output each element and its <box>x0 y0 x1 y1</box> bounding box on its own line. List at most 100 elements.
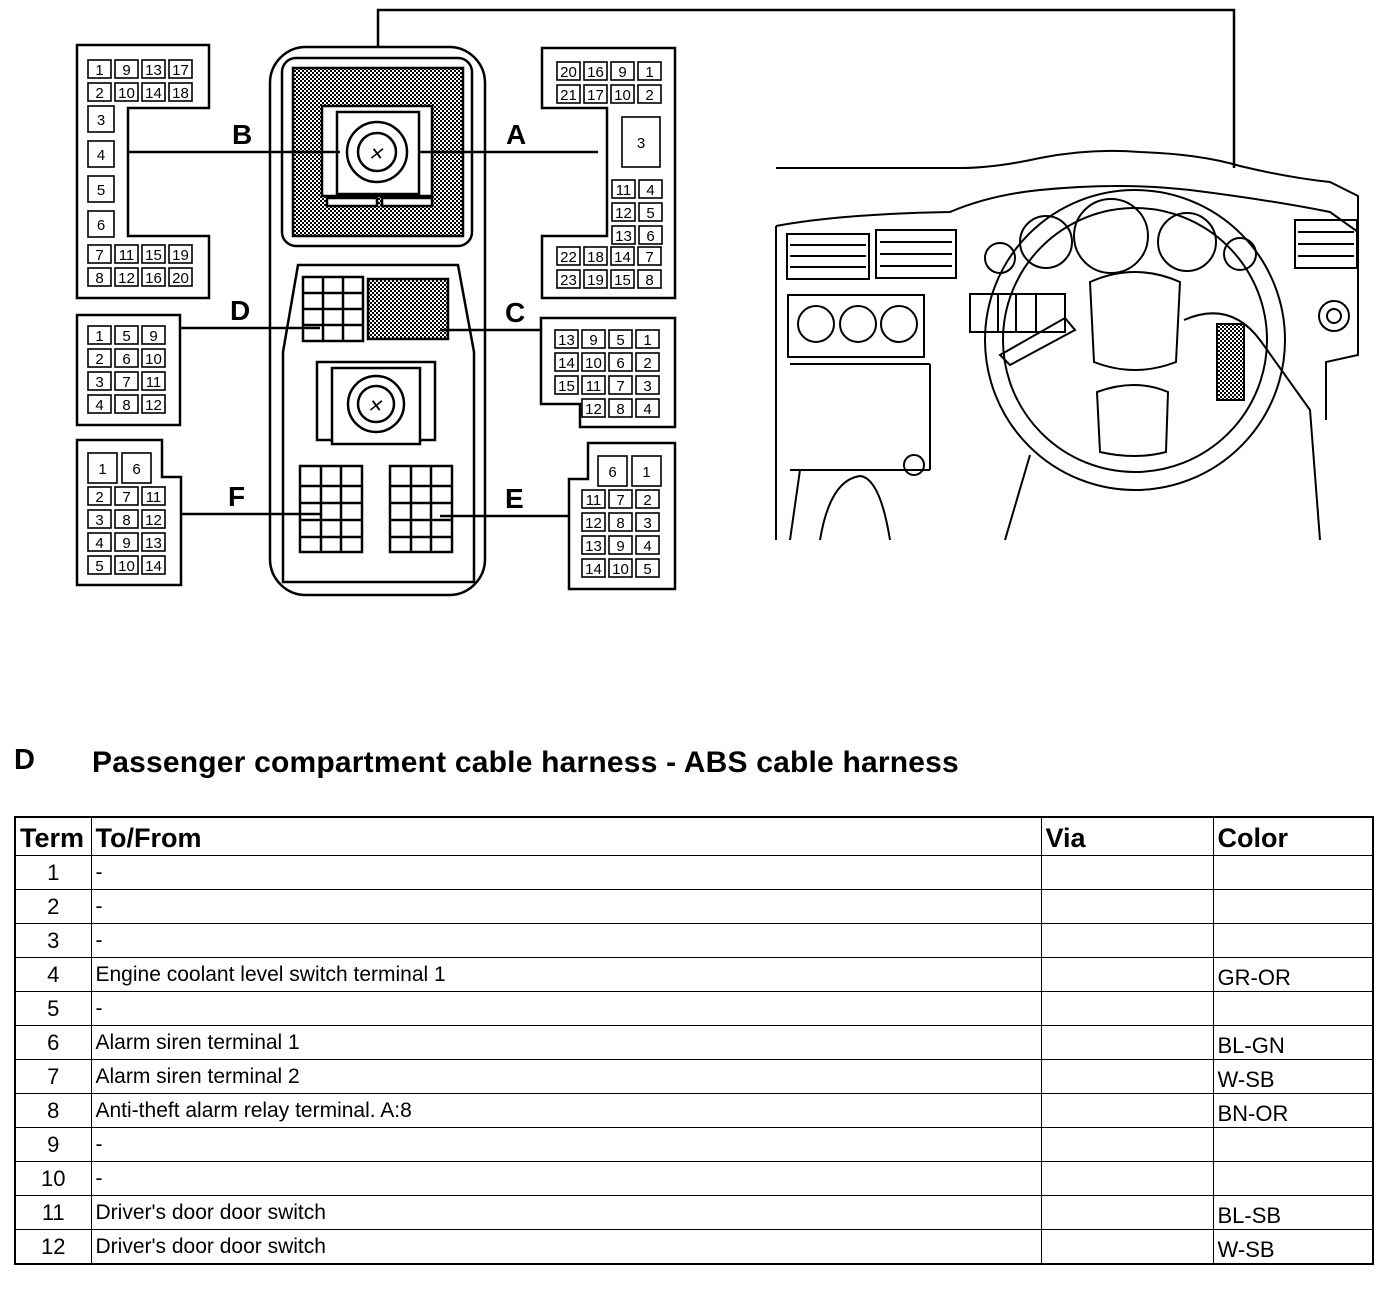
term-cell: 2 <box>14 889 92 924</box>
color-cell <box>1212 991 1374 1026</box>
connector-label-e: E <box>505 483 524 514</box>
pin-cell <box>611 225 636 245</box>
to-from-cell: Alarm siren terminal 1 <box>90 1025 1042 1060</box>
pin-cell <box>608 512 633 532</box>
pin-cell <box>556 269 581 289</box>
pin-cell <box>141 348 166 368</box>
color-cell: W-SB <box>1212 1229 1374 1265</box>
pin-cell <box>583 269 608 289</box>
pin-cell <box>87 532 112 552</box>
via-cell <box>1040 923 1214 958</box>
pin-cell <box>141 59 166 79</box>
pin-number: 6 <box>608 464 616 481</box>
pin-number: 8 <box>616 401 624 418</box>
pin-cell <box>87 267 112 287</box>
pin-number: 4 <box>643 401 651 418</box>
pin-number: 18 <box>172 85 189 102</box>
pin-number: 1 <box>643 332 651 349</box>
pin-cell <box>141 371 166 391</box>
table-row: 2- <box>14 889 1374 924</box>
to-from-cell: - <box>90 855 1042 890</box>
to-from-cell: - <box>90 889 1042 924</box>
pin-number: 11 <box>146 489 162 506</box>
via-cell <box>1040 1025 1214 1060</box>
pin-number: 9 <box>616 538 624 555</box>
pin-number: 13 <box>145 62 162 79</box>
to-from-cell: - <box>90 991 1042 1026</box>
pin-cell <box>581 375 606 395</box>
table-row: 5- <box>14 991 1374 1026</box>
table-row: 10- <box>14 1161 1374 1196</box>
section-letter: D <box>14 744 35 776</box>
pin-number: 5 <box>95 558 103 575</box>
term-cell: 8 <box>14 1093 92 1128</box>
pin-number: 19 <box>172 247 189 264</box>
pin-cell <box>608 489 633 509</box>
connector-diagram: ✕ ✕ B A D C F <box>75 8 1359 597</box>
pin-number: 3 <box>637 135 645 152</box>
pin-number: 16 <box>587 64 604 81</box>
pin-cell <box>168 267 193 287</box>
pin-cell <box>87 105 115 133</box>
pin-cell <box>114 267 139 287</box>
pin-cell <box>87 175 115 203</box>
pin-cell <box>87 244 112 264</box>
color-cell: W-SB <box>1212 1059 1374 1094</box>
pin-cell <box>87 210 115 238</box>
pin-number: 10 <box>118 558 135 575</box>
pin-cell <box>581 535 606 555</box>
pin-cell <box>608 329 633 349</box>
svg-text:✕: ✕ <box>368 144 384 164</box>
pin-number: 20 <box>560 64 577 81</box>
term-cell: 7 <box>14 1059 92 1094</box>
via-cell <box>1040 855 1214 890</box>
pin-number: 7 <box>95 247 103 264</box>
pin-cell <box>583 61 608 81</box>
pin-cell <box>611 179 636 199</box>
pin-cell <box>608 352 633 372</box>
pin-number: 9 <box>618 64 626 81</box>
to-from-cell: Engine coolant level switch terminal 1 <box>90 957 1042 992</box>
header-via: Via <box>1040 816 1214 856</box>
pin-cell <box>583 246 608 266</box>
pin-number: 2 <box>643 355 651 372</box>
pin-cell <box>621 116 661 168</box>
pin-number: 7 <box>122 489 130 506</box>
term-cell: 6 <box>14 1025 92 1060</box>
pin-cell <box>635 489 660 509</box>
pin-number: 14 <box>585 561 602 578</box>
term-cell: 4 <box>14 957 92 992</box>
connector-label-c: C <box>505 297 525 328</box>
pin-number: 12 <box>145 512 162 529</box>
connector-label-b: B <box>232 119 252 150</box>
to-from-cell: Alarm siren terminal 2 <box>90 1059 1042 1094</box>
pin-number: 21 <box>560 87 577 104</box>
pin-cell <box>114 244 139 264</box>
pin-number: 17 <box>172 62 189 79</box>
pin-number: 5 <box>643 561 651 578</box>
via-cell <box>1040 1195 1214 1230</box>
pin-cell <box>635 535 660 555</box>
color-cell: BL-SB <box>1212 1195 1374 1230</box>
pin-number: 10 <box>585 355 602 372</box>
pin-cell <box>87 452 118 484</box>
to-from-cell: - <box>90 1127 1042 1162</box>
pin-cell <box>637 84 662 104</box>
pin-cell <box>581 352 606 372</box>
header-color: Color <box>1212 816 1374 856</box>
pin-cell <box>635 375 660 395</box>
to-from-cell: - <box>90 923 1042 958</box>
pin-cell <box>581 558 606 578</box>
pin-cell <box>141 244 166 264</box>
term-cell: 9 <box>14 1127 92 1162</box>
pin-number: 12 <box>585 401 602 418</box>
pin-cell <box>87 509 112 529</box>
dashboard-illustration <box>775 149 1359 541</box>
pin-number: 4 <box>95 535 103 552</box>
pin-cell <box>114 82 139 102</box>
pin-cell <box>610 84 635 104</box>
color-cell <box>1212 889 1374 924</box>
pin-cell <box>114 555 139 575</box>
